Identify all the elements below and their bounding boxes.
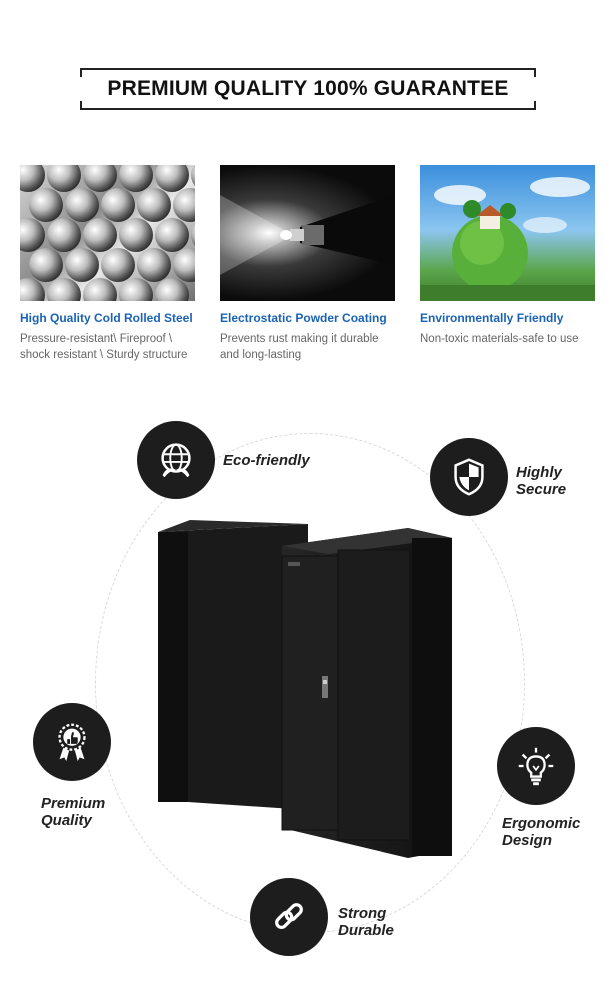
badge-eco-friendly <box>137 421 215 499</box>
badge-label: Eco-friendly <box>223 452 310 469</box>
badge-label: Design <box>502 832 553 849</box>
badge-label: Highly <box>516 464 562 481</box>
badge-label: Secure <box>516 481 567 498</box>
spray-gun-image <box>220 165 395 301</box>
banner-corner <box>80 68 82 77</box>
globe-leaf-icon <box>161 443 191 478</box>
badge-label: Quality <box>41 812 92 829</box>
badge-label: Durable <box>338 922 394 939</box>
banner-corner <box>534 68 536 77</box>
badge-label: Premium <box>41 795 106 812</box>
feature-title: High Quality Cold Rolled Steel <box>20 311 193 325</box>
steel-rods-image <box>20 165 195 301</box>
banner-top-line <box>80 68 536 70</box>
green-globe-image <box>420 165 595 301</box>
banner-corner <box>80 101 82 110</box>
banner-bottom-line <box>80 108 536 110</box>
shield-icon <box>454 458 484 496</box>
feature-card-eco: Environmentally Friendly Non-toxic mater… <box>420 165 598 347</box>
badge-strong-durable <box>250 878 328 956</box>
badge-ergonomic-design <box>497 727 575 805</box>
page-title: PREMIUM QUALITY 100% GUARANTEE <box>107 77 509 100</box>
feature-description: Prevents rust making it durable and long… <box>220 333 379 361</box>
feature-title: Electrostatic Powder Coating <box>220 311 387 325</box>
feature-title: Environmentally Friendly <box>420 311 564 325</box>
chain-link-icon <box>275 903 303 930</box>
feature-card-steel: High Quality Cold Rolled Steel Pressure-… <box>20 165 198 363</box>
badge-label: Ergonomic <box>502 815 581 832</box>
feature-description: Pressure-resistant\ Fireproof \ shock re… <box>20 333 188 361</box>
banner-corner <box>534 101 536 110</box>
badge-label: Strong <box>338 905 387 922</box>
thumbs-up-award-icon <box>58 723 86 762</box>
feature-description: Non-toxic materials-safe to use <box>420 333 579 345</box>
header-banner: PREMIUM QUALITY 100% GUARANTEE <box>80 68 536 110</box>
feature-card-coating: Electrostatic Powder Coating Prevents ru… <box>220 165 398 363</box>
badge-highly-secure <box>430 438 508 516</box>
badge-premium-quality <box>33 703 111 781</box>
lightbulb-icon <box>518 747 554 786</box>
cabinet-image <box>158 520 452 858</box>
